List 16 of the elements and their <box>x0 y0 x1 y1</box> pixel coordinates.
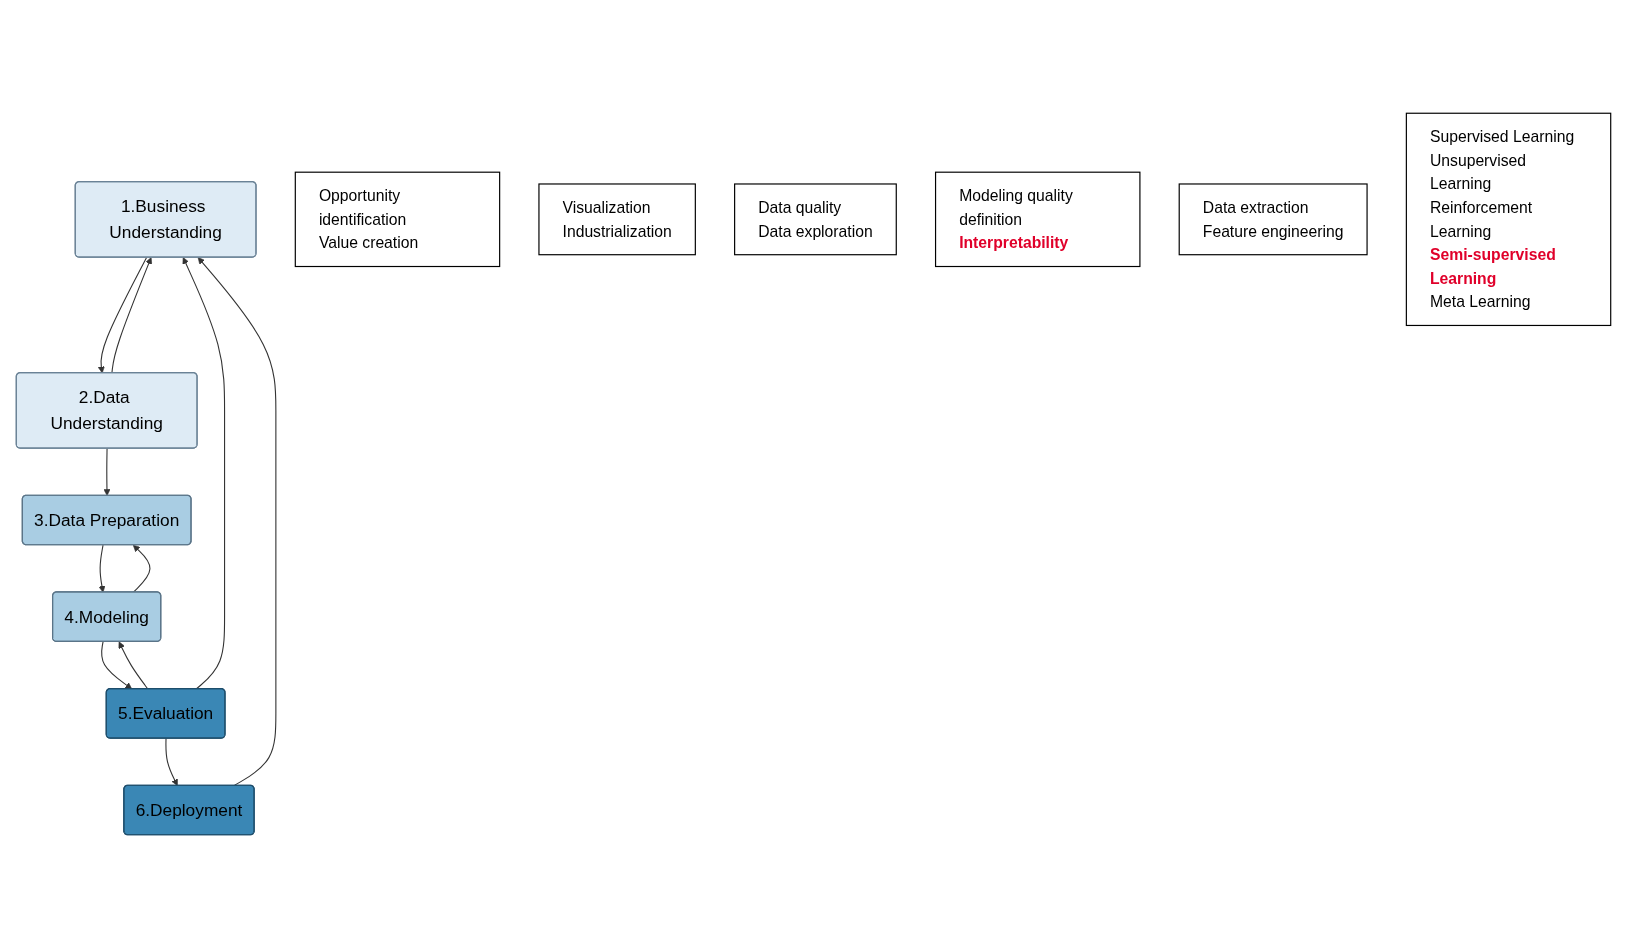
node-box: Data quality Data exploration <box>734 183 897 256</box>
arrow <box>197 257 277 787</box>
arrow <box>118 641 149 690</box>
node-box: Visualization Industrialization <box>538 183 696 256</box>
node-box: Data extraction Feature engineering <box>1178 183 1368 256</box>
arrow <box>111 257 153 374</box>
arrow <box>98 544 106 593</box>
node-box: Opportunity identification Value creation <box>294 171 501 268</box>
node-box: Supervised Learning Unsupervised Learning Reinforcement Learning Semi-supervised Learning Meta Learning <box>1405 112 1612 327</box>
arrow <box>182 257 226 690</box>
arrow <box>132 544 151 593</box>
arrow <box>101 641 133 690</box>
arrow <box>165 737 178 786</box>
node-box: Modeling quality definition Interpretability <box>934 171 1141 268</box>
arrow <box>97 256 148 374</box>
arrow <box>103 447 111 496</box>
